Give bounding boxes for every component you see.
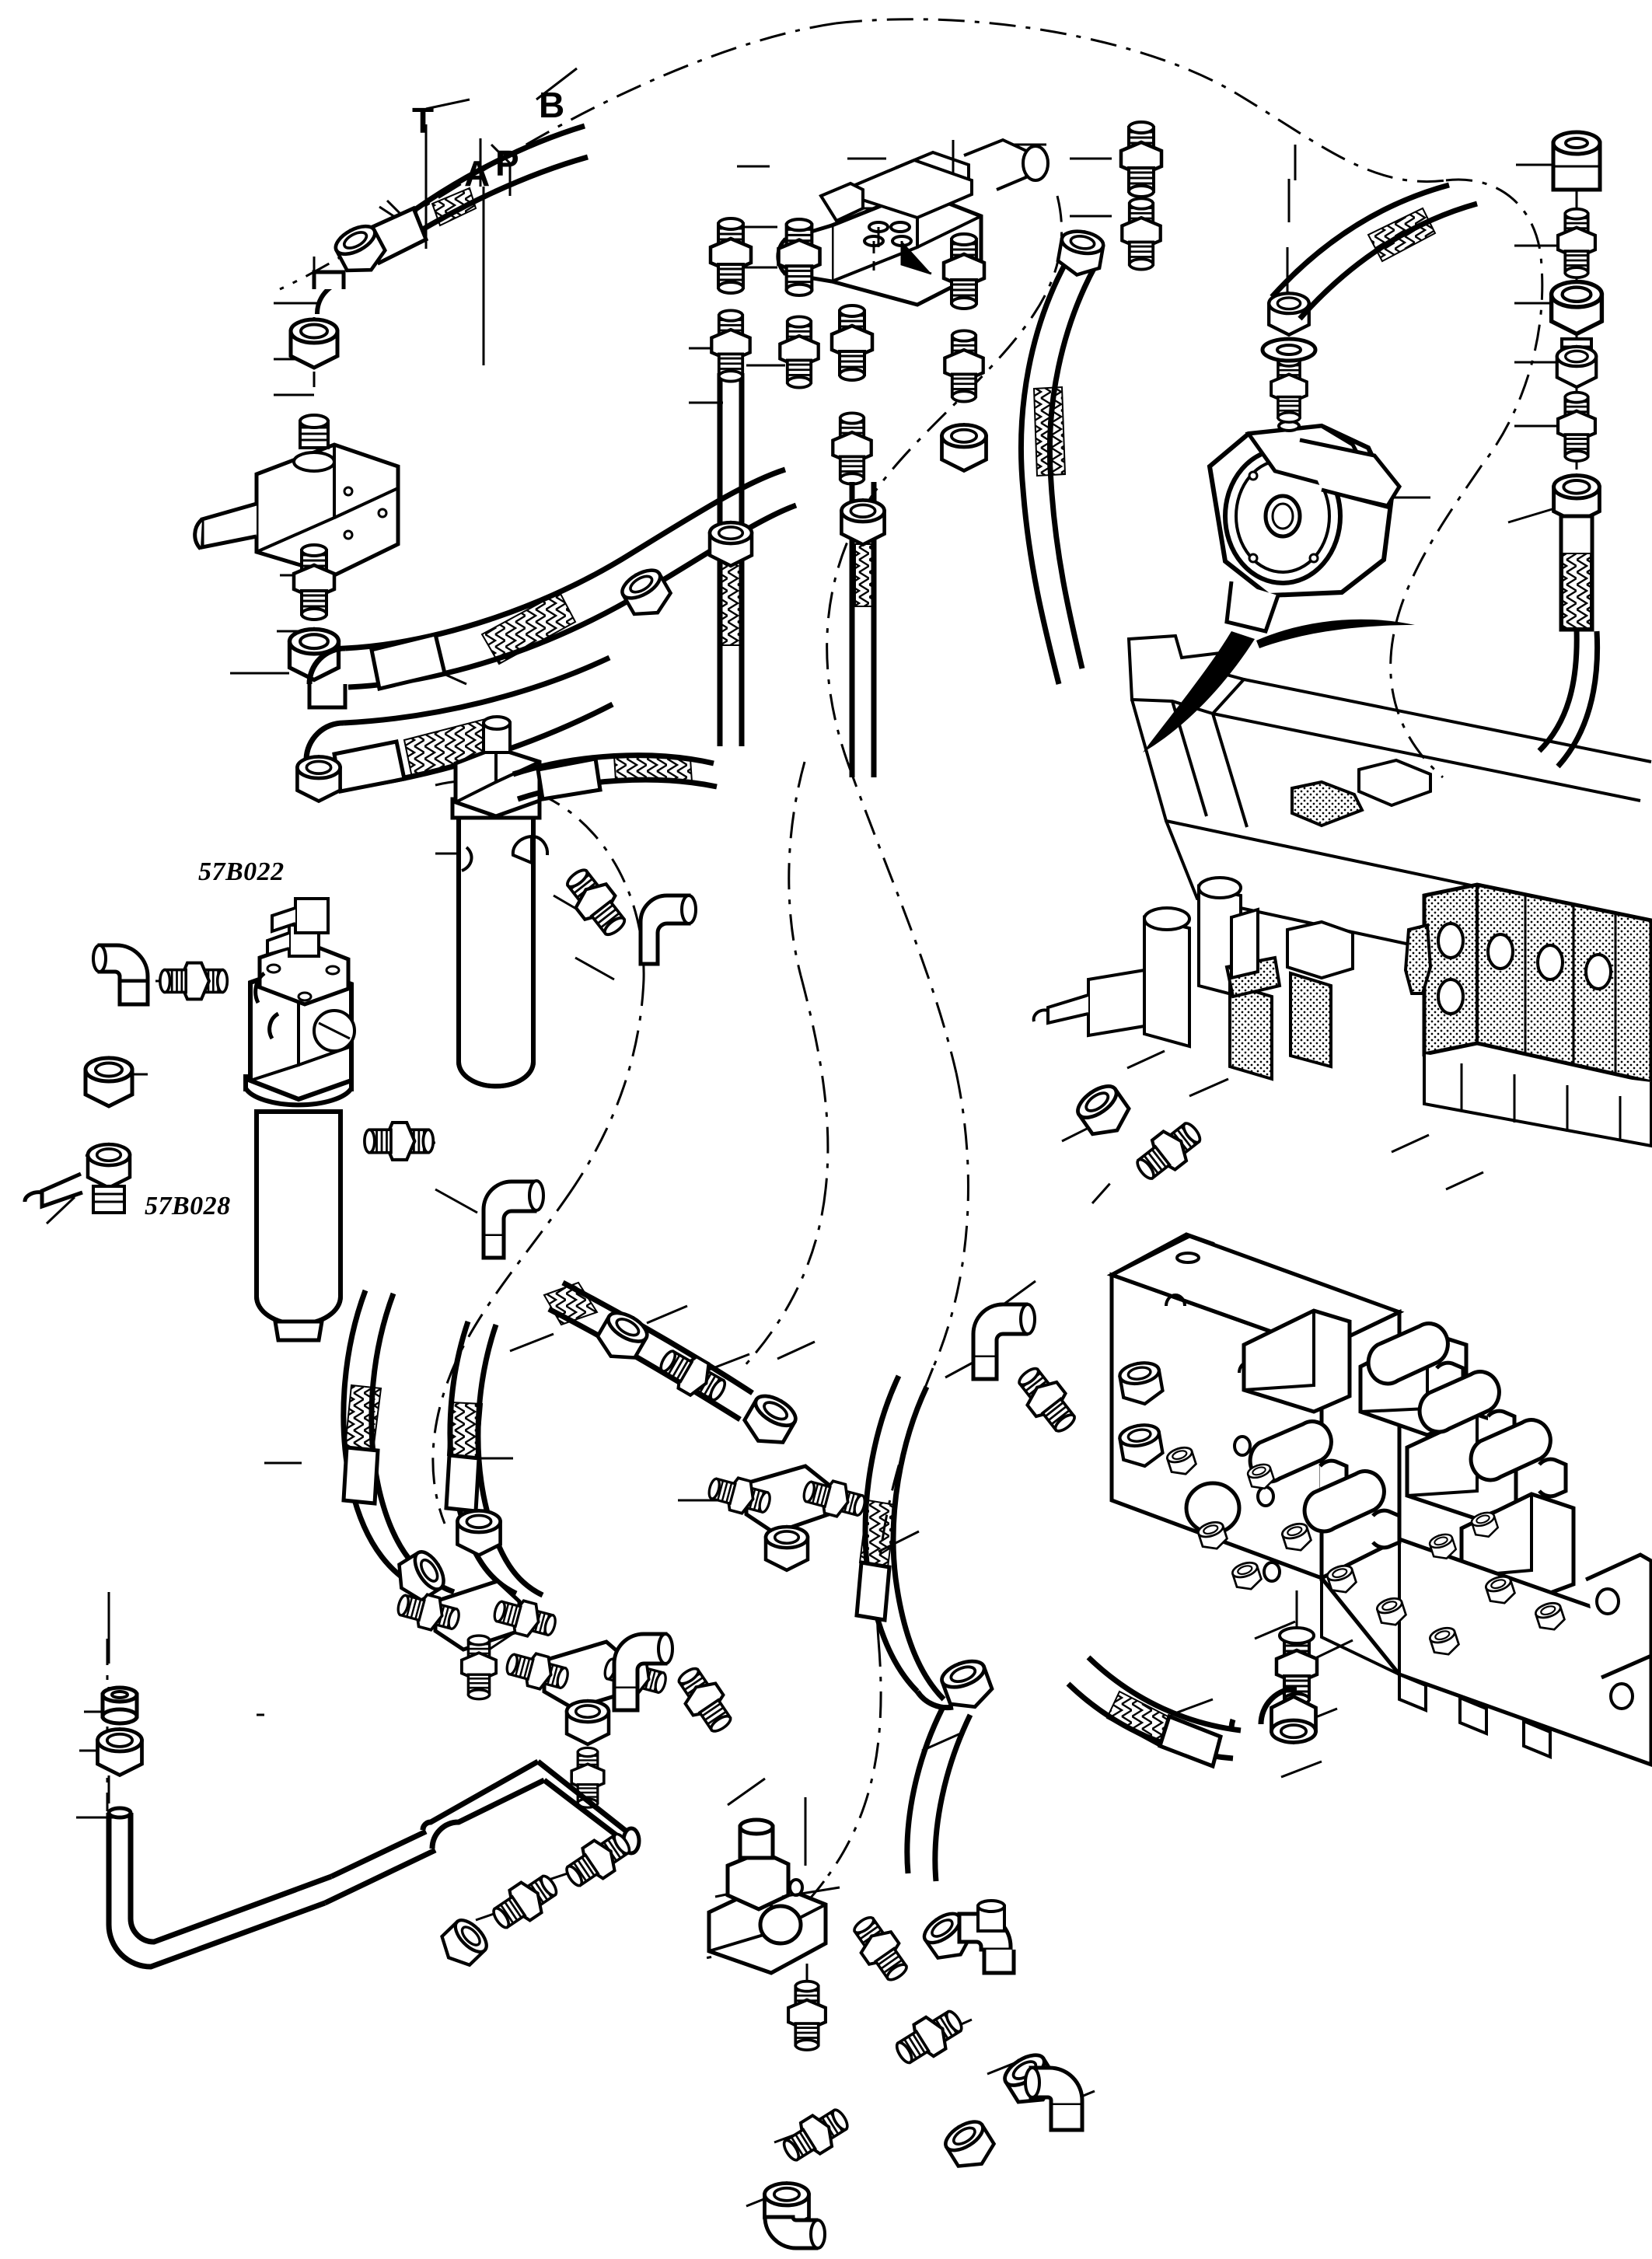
fitting-stack-right-column bbox=[1537, 130, 1601, 769]
tee-block-bottom-center bbox=[707, 1817, 1016, 2050]
part-number-57B028: 57B028 bbox=[145, 1192, 231, 1220]
tee-fitting-mid-a bbox=[393, 1579, 561, 1701]
hose-to-pump bbox=[1270, 182, 1478, 321]
routing-reference-contours bbox=[106, 18, 1544, 1960]
filter-57B022-hose bbox=[512, 752, 718, 802]
frame-swoosh-accent bbox=[1143, 619, 1415, 752]
port-callout-p: P bbox=[495, 143, 519, 183]
valve-bank-bottom-fittings bbox=[1066, 1626, 1317, 1769]
fitting-stack-port-a bbox=[832, 306, 885, 777]
hose-cluster-mid bbox=[341, 1280, 996, 1714]
hydraulic-filter-57B028 bbox=[243, 897, 356, 1342]
hose-assembly-valve-right bbox=[1018, 229, 1105, 685]
elbow-mid-right bbox=[971, 1302, 1083, 1438]
port-callout-a: A bbox=[464, 153, 491, 194]
hose-valve-bank-lower bbox=[904, 1707, 973, 1882]
bent-tube-assembly bbox=[98, 1685, 641, 1970]
control-valve-bank bbox=[1106, 1232, 1652, 1768]
part-number-57B022: 57B022 bbox=[198, 857, 285, 886]
manifold-block-left bbox=[193, 442, 400, 578]
solenoid-valve-block bbox=[776, 138, 1050, 307]
port-callout-t: T bbox=[412, 100, 435, 141]
hose-assembly-top-left bbox=[312, 123, 589, 315]
pump-inlet-fittings bbox=[1260, 293, 1318, 424]
hydraulic-pump-motor bbox=[1207, 420, 1402, 634]
elbow-cluster-center-lower bbox=[612, 1632, 739, 1738]
hydraulic-filter-57B022 bbox=[450, 715, 550, 1089]
filter-57B028-fittings bbox=[23, 943, 545, 1260]
port-callout-b: B bbox=[539, 85, 565, 125]
hose-vertical-center bbox=[710, 218, 752, 746]
tee-fitting-mid-c bbox=[704, 1464, 870, 1570]
fitting-stack-left-upper bbox=[290, 319, 339, 680]
filter-57B022-outlet-elbow bbox=[559, 863, 697, 966]
chassis-frame-reference bbox=[1032, 634, 1652, 1148]
fittings-bottom-right bbox=[765, 2003, 1084, 2250]
